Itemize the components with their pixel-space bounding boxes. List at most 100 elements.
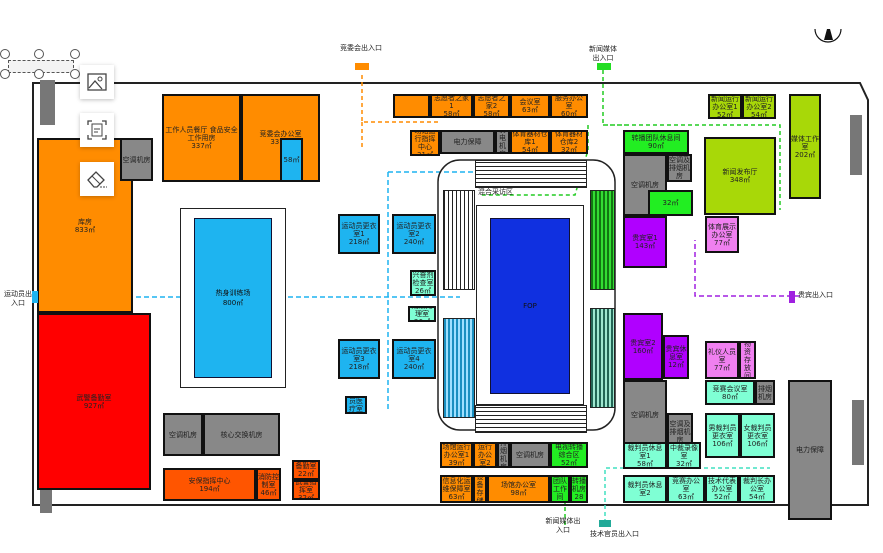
eraser-icon xyxy=(87,171,107,188)
room-name: 备勤室 xyxy=(295,462,317,470)
room-name: 武警指挥室 xyxy=(295,480,317,494)
room-name: 转播团队休息间 xyxy=(631,134,681,142)
room-name: 裁判员休息室1 xyxy=(627,443,663,460)
room-area: 32㎡ xyxy=(477,467,493,468)
room-area: 22㎡ xyxy=(298,470,314,478)
room-name: 电视转播机房 xyxy=(572,477,586,493)
room-broadcast-work: 转播团队工作间31㎡ xyxy=(550,475,570,503)
room-area: 58㎡ xyxy=(483,110,500,118)
room-name: 电视转播综合区 xyxy=(555,443,583,459)
room-name: 女裁判员更衣室 xyxy=(743,423,772,440)
room-name: 空调机房 xyxy=(631,411,659,419)
room-name: 贵宾休息室 xyxy=(665,345,687,361)
eraser-tool-button[interactable] xyxy=(80,162,114,196)
seating-stand-west xyxy=(443,190,475,290)
room-area: 106㎡ xyxy=(747,439,768,448)
room-area: 58㎡ xyxy=(283,156,300,164)
room-area: 32㎡ xyxy=(676,459,692,468)
room-name: 奖牌物资存放间 xyxy=(744,341,751,379)
room-name: 场馆办公室 xyxy=(501,481,536,489)
room-name: 弱电机房 xyxy=(499,130,506,154)
room-name: 空调机房 xyxy=(169,430,197,439)
entrance-athlete-marker xyxy=(32,291,38,303)
resize-handle[interactable] xyxy=(0,49,10,59)
room-tv-room: 电视转播机房28㎡ xyxy=(570,475,588,503)
image-tool-button[interactable] xyxy=(80,65,114,99)
room-area: 31㎡ xyxy=(552,501,568,503)
room-ref-rest2: 裁判员休息室2 xyxy=(623,475,667,503)
room-name: 贵宾室1 xyxy=(632,234,658,242)
room-name: 男裁判员更衣室 xyxy=(708,423,737,440)
room-name: 安保指挥中心 xyxy=(188,476,231,485)
seating-stand-east xyxy=(590,190,615,290)
entrance-media-bottom[interactable]: 新闻媒体出入口 xyxy=(545,517,581,534)
resize-handle[interactable] xyxy=(0,69,10,79)
room-name: 志愿者之家2 xyxy=(477,94,506,110)
room-area: 60㎡ xyxy=(561,110,577,118)
warmup-court: 热身训练场 800㎡ xyxy=(180,208,286,388)
room-area: 52㎡ xyxy=(717,110,733,119)
mixed-zone-label: 混合采访区 xyxy=(478,188,513,196)
room-venue-ops2: 场馆运行办公室232㎡ xyxy=(473,442,497,468)
room-area: 63㎡ xyxy=(678,493,694,501)
entrance-athlete[interactable]: 运动员出入口 xyxy=(4,290,32,307)
room-name: 信息化设备存储间 xyxy=(476,475,484,503)
room-area: 54㎡ xyxy=(749,493,765,501)
room-name: 信息化运维保障室 xyxy=(442,477,471,493)
warmup-court-area: 800㎡ xyxy=(222,299,244,307)
resize-handle[interactable] xyxy=(34,49,44,59)
room-area: 54㎡ xyxy=(751,110,767,119)
room-ac4: 空调机房 xyxy=(623,380,667,450)
room-it-store: 信息化设备存储间23㎡ xyxy=(473,475,487,503)
entrance-media-top[interactable]: 新闻媒体出入口 xyxy=(589,45,617,62)
room-name: 运动员更衣室2 xyxy=(396,222,432,238)
room-area: 202㎡ xyxy=(794,150,816,159)
room-core-switch: 核心交换机房 xyxy=(203,413,280,456)
resize-handle[interactable] xyxy=(70,49,80,59)
room-power1: 电力保障 xyxy=(440,130,495,154)
room-name: 体育器材仓库1 xyxy=(512,130,548,146)
room-smoke2: 排烟机房 xyxy=(497,442,510,468)
room-green32: 32㎡ xyxy=(648,190,693,216)
room-name: 体育展示办公室 xyxy=(708,222,736,239)
resize-handle[interactable] xyxy=(34,69,44,79)
resize-handle[interactable] xyxy=(70,69,80,79)
seating-stand-south xyxy=(475,405,587,433)
fop-label: FOP xyxy=(490,218,570,394)
room-area: 98㎡ xyxy=(510,489,527,497)
room-area: 77㎡ xyxy=(714,238,730,247)
entrance-vip[interactable]: 贵宾出入口 xyxy=(798,291,833,299)
room-name: 运动员更衣室1 xyxy=(341,222,377,238)
entrance-committee[interactable]: 竞委会出入口 xyxy=(340,44,382,52)
room-area: 77㎡ xyxy=(714,364,730,372)
room-area: 58㎡ xyxy=(637,459,653,468)
entrance-officials[interactable]: 技术官员出入口 xyxy=(590,530,639,538)
room-name: 场馆运行指挥中心 xyxy=(414,130,436,151)
room-area: 63㎡ xyxy=(522,106,538,114)
room-area: 833㎡ xyxy=(74,225,96,234)
room-name: 裁判长办公室 xyxy=(743,477,771,493)
room-name: 场馆运行办公室1 xyxy=(442,443,471,459)
room-name: 转播团队工作间 xyxy=(553,477,567,501)
extract-text-tool-button[interactable] xyxy=(80,113,114,147)
room-area: 218㎡ xyxy=(348,363,370,371)
room-area: 63㎡ xyxy=(448,493,465,501)
room-name: 空调机房 xyxy=(516,451,544,459)
